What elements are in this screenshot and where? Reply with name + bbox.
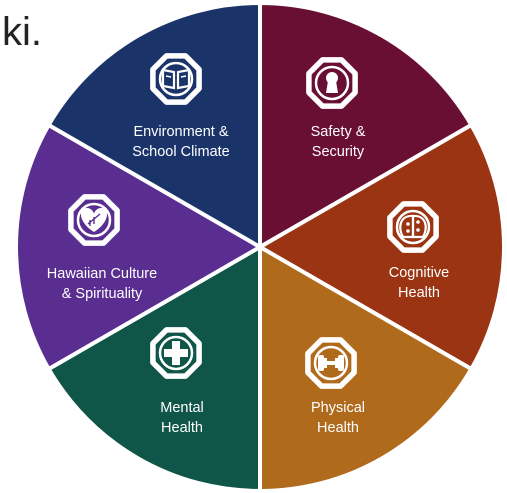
label-hawaiian: Hawaiian Culture& Spirituality: [47, 266, 157, 302]
label-safety: Safety &Security: [311, 124, 366, 160]
segment-environment: [46, 1, 262, 249]
top-text-fragment: ki.: [2, 10, 42, 54]
brain-circuit-icon: [387, 201, 439, 253]
segment-physical: [258, 245, 474, 493]
dumbbell-icon: [305, 337, 357, 389]
segment-safety: [258, 1, 474, 249]
medical-cross-icon: [150, 327, 202, 379]
segment-cognitive: [258, 123, 506, 371]
segment-hawaiian: [14, 123, 262, 371]
segment-mental: [46, 245, 262, 493]
label-environment: Environment &School Climate: [132, 124, 230, 160]
open-book-icon: [150, 53, 202, 105]
keyhole-icon: [306, 57, 358, 109]
leaf-heart-icon: [68, 194, 120, 246]
